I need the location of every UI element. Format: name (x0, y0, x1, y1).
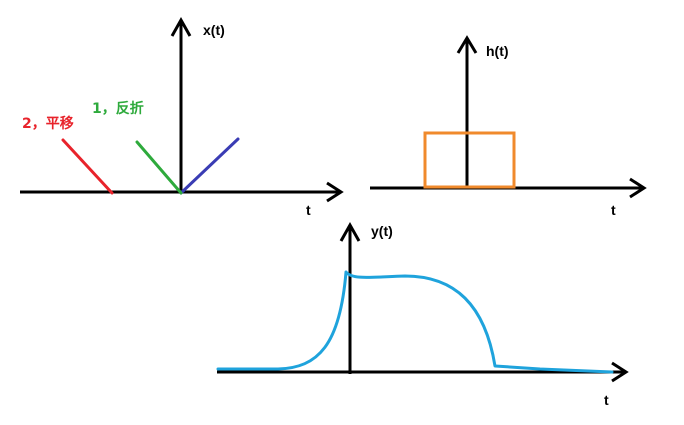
shifted-signal-ramp (61, 138, 114, 195)
y-panel: y(t) t (216, 221, 629, 408)
original-signal-ramp (179, 137, 240, 195)
y-panel-time-label: t (604, 392, 609, 408)
y-panel-axis-label: y(t) (371, 223, 393, 239)
y-panel-time-arrowhead (611, 361, 629, 383)
flipped-signal-ramp (135, 140, 183, 195)
x-panel-axis-label: x(t) (203, 22, 225, 38)
h-panel: h(t) t (370, 35, 647, 218)
x-panel: x(t) t 2，平移 1，反折 (20, 16, 344, 218)
output-signal-curve (216, 270, 614, 374)
step-flip-label: 1，反折 (92, 100, 144, 117)
x-panel-time-arrowhead (326, 181, 344, 203)
h-panel-axis-label: h(t) (486, 43, 509, 59)
h-panel-vertical-arrowhead (456, 35, 478, 54)
h-panel-time-arrowhead (629, 177, 647, 199)
x-panel-time-label: t (306, 202, 311, 218)
y-panel-vertical-arrowhead (339, 221, 361, 242)
h-panel-time-label: t (611, 202, 616, 218)
x-panel-vertical-arrowhead (170, 16, 192, 37)
rectangular-pulse (423, 131, 516, 189)
step-shift-label: 2，平移 (22, 115, 74, 132)
